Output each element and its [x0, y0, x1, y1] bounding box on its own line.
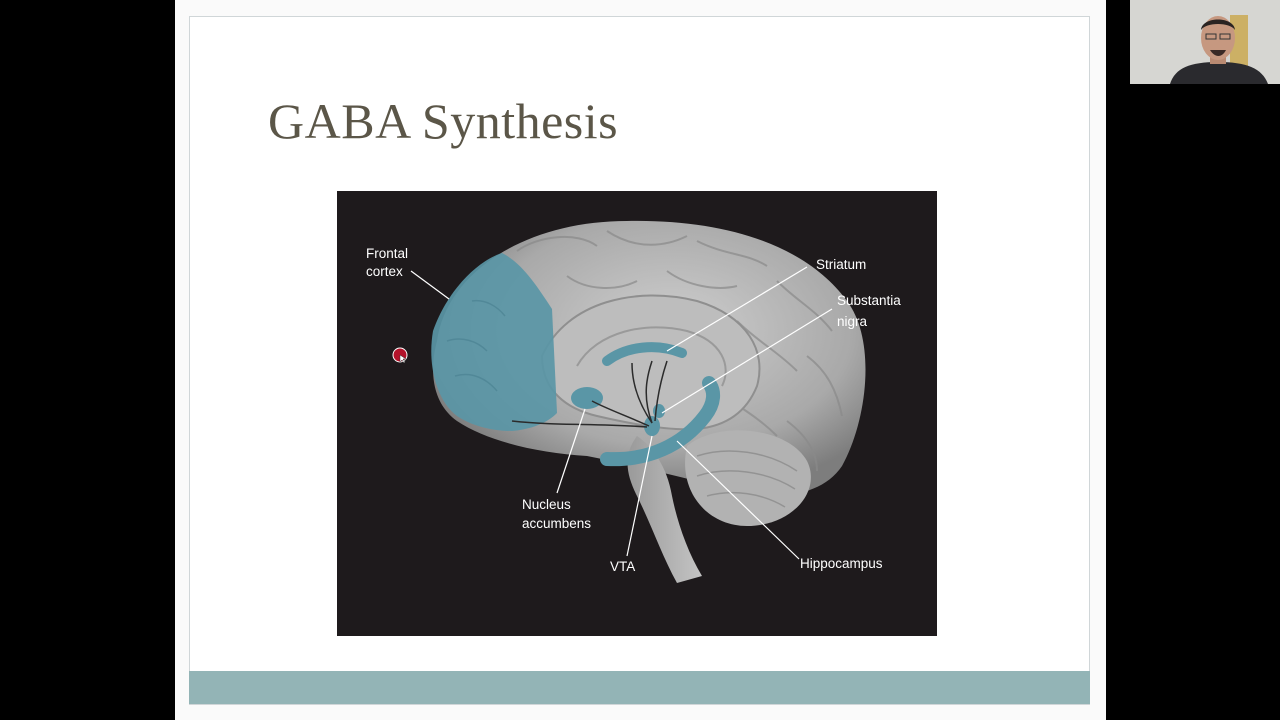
- leader-lines: [410, 266, 833, 560]
- label-substantia-nigra-2: nigra: [837, 314, 868, 329]
- label-nucleus-accumbens-2: accumbens: [522, 516, 591, 531]
- slide-footer-bar: [189, 671, 1090, 704]
- brain-diagram: Frontal cortex Striatum Substantia nigra…: [337, 191, 937, 636]
- nucleus-accumbens-region: [571, 387, 603, 409]
- brain-diagram-svg: Frontal cortex Striatum Substantia nigra…: [366, 220, 901, 583]
- cerebellum: [685, 430, 811, 526]
- hippocampus-region: [600, 376, 721, 467]
- label-striatum: Striatum: [816, 257, 866, 272]
- label-nucleus-accumbens-1: Nucleus: [522, 497, 571, 512]
- presenter-webcam: [1130, 0, 1280, 84]
- label-substantia-nigra-1: Substantia: [837, 293, 901, 308]
- pathway-lines: [511, 360, 668, 428]
- striatum-region: [602, 342, 687, 366]
- laser-pointer-icon: [392, 347, 408, 364]
- label-frontal-cortex-2: cortex: [366, 264, 403, 279]
- brainstem: [627, 436, 702, 583]
- vta-region: [644, 416, 660, 436]
- label-frontal-cortex-1: Frontal: [366, 246, 408, 261]
- frontal-cortex-region: [431, 253, 557, 431]
- label-hippocampus: Hippocampus: [800, 556, 883, 571]
- slide-title: GABA Synthesis: [268, 93, 619, 149]
- label-vta: VTA: [610, 559, 635, 574]
